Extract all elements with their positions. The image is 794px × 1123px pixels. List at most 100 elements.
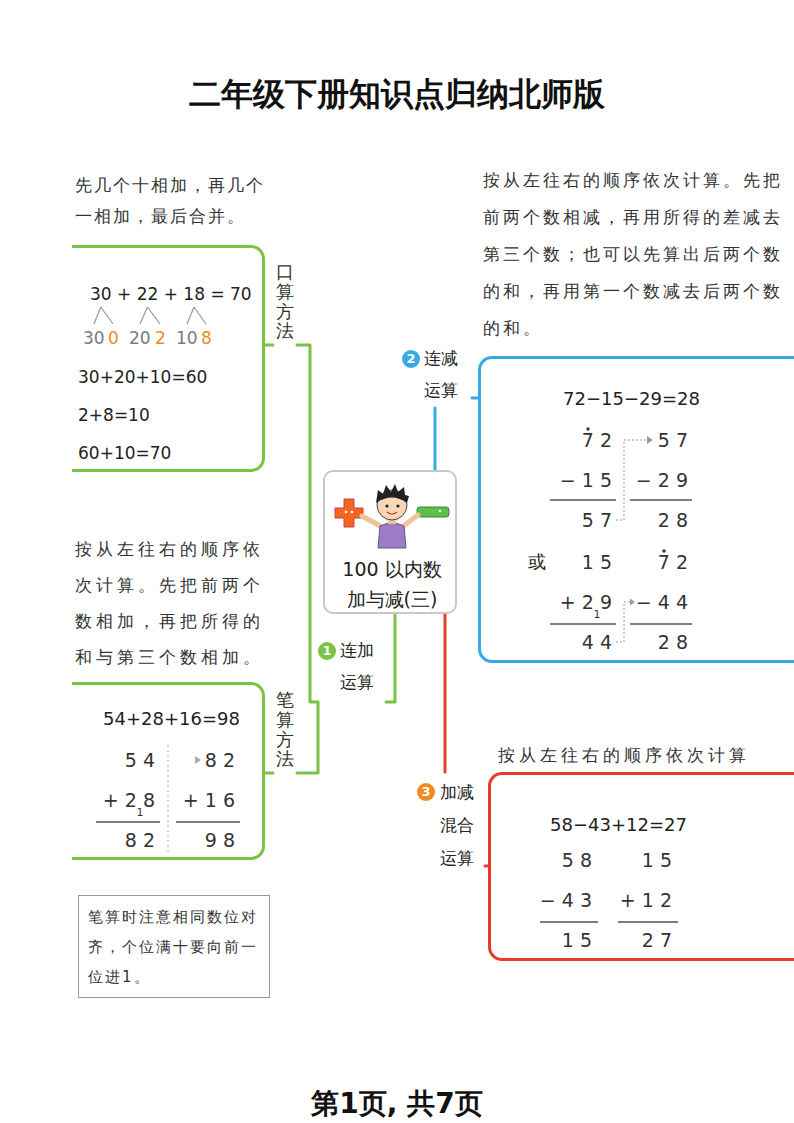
equation: 58−43+12=27 (550, 814, 687, 836)
equation: 30 + 22 + 18 = 70 (90, 283, 252, 305)
calc-line (540, 921, 598, 922)
equation: 60+10=70 (78, 442, 171, 464)
mouth (387, 512, 397, 514)
arm (402, 515, 418, 527)
eye (396, 504, 399, 507)
method-label: 笔算 方法 (273, 687, 297, 773)
mixed-box: 按从左往右的顺序依次计算58−43+12=275 8− 4 31 51 5+ 1… (488, 740, 794, 961)
branch-frame (72, 245, 265, 472)
dotted-divider (168, 745, 169, 855)
note-box: 笔算时注意相同数位对齐，个位满十要向前一位进1。 (78, 895, 270, 998)
carry-mark: 1 (135, 806, 145, 819)
column-digits: 5 8 (522, 848, 592, 872)
branch-connector (265, 772, 273, 775)
column-digits: + 2 8 (85, 788, 155, 812)
column-digits: 5 4 (85, 748, 155, 772)
branch-number: 2 (402, 350, 420, 368)
arrow-head (630, 599, 635, 606)
column-digits: 5 7 (542, 508, 612, 532)
equation: 72−15−29=28 (563, 388, 700, 410)
shirt (378, 523, 406, 548)
arm (362, 516, 382, 527)
sign-eye (345, 511, 348, 514)
calc-line (618, 921, 678, 922)
column-digits: − 4 4 (618, 590, 688, 614)
or-text: 或 (528, 550, 546, 574)
column-digits: 9 8 (165, 828, 235, 852)
minus-sign (417, 507, 449, 517)
calc-line (96, 821, 160, 822)
written-method-box: 按从左往右的顺序依次计算。先把前两个数相加，再把所得的和与第三个数相加。 54+2… (72, 529, 265, 860)
split-part: 2 (155, 327, 166, 349)
hair (376, 484, 409, 503)
carry-mark: 1 (592, 608, 602, 621)
calc-line (550, 623, 616, 624)
sign-eye (351, 511, 354, 514)
split-part: 30 (83, 327, 105, 349)
branch-number: 1 (318, 642, 336, 660)
column-digits: − 2 9 (618, 468, 688, 492)
calc-line (550, 499, 616, 500)
calc-line (630, 623, 692, 624)
sign-eye (439, 510, 442, 513)
arrow-head (647, 436, 653, 444)
equation: 2+8=10 (78, 404, 150, 426)
column-digits: 7 2 (542, 428, 612, 452)
branch-connector (434, 408, 437, 470)
column-digits: 2 7 (602, 928, 672, 952)
rule-text: 按从左往右的顺序依次计算。先把前两个数相加，再把所得的和与第三个数相加。 (75, 531, 267, 675)
plus-sign (335, 499, 363, 527)
column-digits: 2 8 (618, 630, 688, 654)
branch-text: 连加 运算 (340, 634, 376, 698)
branch-connector (297, 345, 318, 702)
note-text: 笔算时注意相同数位对齐，个位满十要向前一位进1。 (88, 902, 264, 992)
branch-connector (444, 614, 447, 772)
column-digits: + 1 6 (165, 788, 235, 812)
column-digits: 2 8 (618, 508, 688, 532)
column-digits: 5 7 (618, 428, 688, 452)
tree-line (94, 307, 206, 324)
dotted-arrow (616, 602, 631, 642)
calc-line (176, 821, 240, 822)
branch-label: 1连加 运算 (318, 636, 386, 702)
column-digits: − 1 5 (542, 468, 612, 492)
split-part: 20 (129, 327, 151, 349)
split-part: 10 (176, 327, 198, 349)
branch-text: 加减 混合 运算 (440, 776, 476, 875)
subtraction-box: 按从左往右的顺序依次计算。先把前两个数相减，再用所得的差减去第三个数；也可以先算… (478, 160, 794, 663)
branch-text: 连减 运算 (424, 342, 460, 406)
column-digits: 1 5 (602, 848, 672, 872)
branch-connector (297, 702, 318, 773)
eye (385, 504, 388, 507)
oral-method-box: 先几个十相加，再几个一相加，最后合并。30 + 22 + 18 = 703002… (72, 166, 265, 472)
rule-text: 按从左往右的顺序依次计算。先把前两个数相减，再用所得的差减去第三个数；也可以先算… (483, 162, 783, 347)
column-digits: 1 5 (542, 550, 612, 574)
split-part: 0 (108, 327, 119, 349)
column-digits: 7 2 (618, 550, 688, 574)
method-text: 笔算 方法 (276, 690, 294, 769)
branch-number: 3 (417, 783, 435, 801)
topic-text: 100 以内数 加与减(三) (342, 554, 442, 614)
method-text: 口算 方法 (276, 262, 294, 341)
branch-label: 2连减 运算 (400, 344, 472, 408)
branch-connector (386, 614, 395, 702)
branch-connector (265, 344, 273, 347)
method-label: 口算 方法 (273, 259, 297, 345)
branch-label: 3 加减 混合 运算 (415, 772, 485, 880)
calc-line (630, 499, 692, 500)
rule-text: 按从左往右的顺序依次计算 (498, 742, 788, 768)
split-tree-lines (94, 307, 206, 324)
rule-text: 先几个十相加，再几个一相加，最后合并。 (75, 170, 268, 232)
boy-illustration (335, 484, 449, 548)
equation: 54+28+16=98 (103, 708, 240, 730)
branch-frame (488, 772, 794, 961)
column-digits: 8 2 (165, 748, 235, 772)
page-caption: 第1页, 共7页 (0, 1086, 794, 1122)
column-digits: − 4 3 (522, 888, 592, 912)
page-title: 二年级下册知识点归纳北师版 (0, 74, 794, 114)
center-topic: 100 以内数 加与减(三) (323, 470, 457, 614)
column-digits: + 1 2 (602, 888, 672, 912)
equation: 30+20+10=60 (78, 366, 207, 388)
carry-arrow (195, 756, 201, 764)
